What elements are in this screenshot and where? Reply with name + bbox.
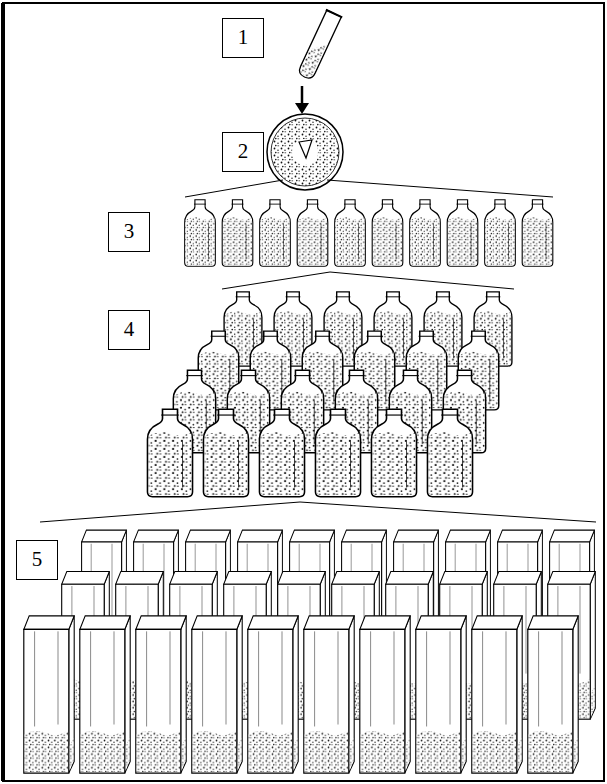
callout-number: 4: [124, 318, 135, 341]
step-number-box: 4: [108, 310, 150, 350]
step-number-box: 2: [222, 132, 264, 172]
callout-number: 5: [32, 548, 43, 571]
step-number-box: 5: [16, 540, 58, 580]
callout-number: 3: [124, 220, 135, 243]
step-number-box: 1: [222, 18, 264, 58]
callout-number: 2: [238, 140, 249, 163]
callout-number: 1: [238, 26, 249, 49]
step-number-box: 3: [108, 212, 150, 252]
